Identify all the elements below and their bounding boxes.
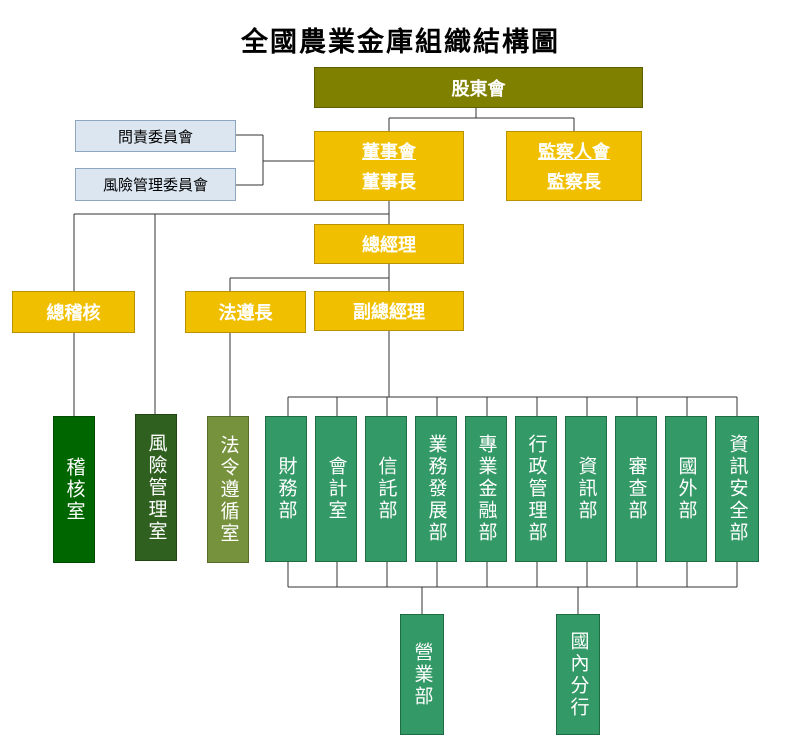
audit-office-label: 稽核室 bbox=[63, 456, 86, 523]
compliance-officer-label: 法遵長 bbox=[218, 303, 273, 324]
dept-label: 信託部 bbox=[375, 456, 398, 522]
audit-committee-label: 問責委員會 bbox=[117, 127, 193, 146]
risk-committee-box: 風險管理委員會 bbox=[75, 168, 236, 201]
evp-label: 副總經理 bbox=[353, 302, 425, 323]
domestic-branches-box: 國內分行 bbox=[556, 614, 600, 735]
shareholders-box: 股東會 bbox=[314, 67, 643, 108]
chairman-label: 董事長 bbox=[362, 172, 416, 193]
chief-auditor-label: 總稽核 bbox=[46, 303, 101, 324]
shareholders-label: 股東會 bbox=[451, 78, 506, 100]
dept-label: 資訊安全部 bbox=[726, 434, 749, 544]
board-label: 董事會 bbox=[362, 142, 416, 163]
dept-box: 資訊安全部 bbox=[715, 416, 759, 562]
dept-box: 國外部 bbox=[665, 416, 707, 562]
business-dept-label: 營業部 bbox=[411, 641, 434, 708]
compliance-officer-box: 法遵長 bbox=[185, 291, 306, 333]
dept-box: 財務部 bbox=[265, 416, 307, 562]
compliance-office-box: 法令遵循室 bbox=[207, 416, 249, 563]
risk-office-label: 風險管理室 bbox=[145, 432, 168, 543]
business-dept-box: 營業部 bbox=[400, 614, 444, 735]
dept-box: 業務發展部 bbox=[415, 416, 457, 562]
risk-committee-label: 風險管理委員會 bbox=[102, 176, 208, 194]
chief-supervisor-label: 監察長 bbox=[547, 172, 601, 193]
dept-label: 專業金融部 bbox=[475, 434, 498, 544]
supervisors-label: 監察人會 bbox=[538, 142, 610, 163]
supervisors-box: 監察人會 監察長 bbox=[506, 131, 642, 201]
dept-label: 國外部 bbox=[675, 456, 698, 522]
dept-label: 財務部 bbox=[275, 456, 298, 522]
risk-office-box: 風險管理室 bbox=[135, 414, 177, 561]
president-label: 總經理 bbox=[362, 235, 416, 256]
dept-box: 行政管理部 bbox=[515, 416, 557, 562]
board-box: 董事會 董事長 bbox=[314, 131, 464, 201]
chief-auditor-box: 總稽核 bbox=[12, 291, 135, 333]
dept-box: 審查部 bbox=[615, 416, 657, 562]
domestic-branches-label: 國內分行 bbox=[567, 630, 590, 719]
dept-label: 審查部 bbox=[625, 456, 648, 522]
dept-box: 信託部 bbox=[365, 416, 407, 562]
dept-label: 業務發展部 bbox=[425, 434, 448, 544]
dept-box: 資訊部 bbox=[565, 416, 607, 562]
dept-box: 會計室 bbox=[315, 416, 357, 562]
compliance-office-label: 法令遵循室 bbox=[217, 434, 240, 545]
chart-title: 全國農業金庫組織結構圖 bbox=[241, 27, 560, 58]
dept-label: 會計室 bbox=[325, 456, 348, 522]
dept-label: 行政管理部 bbox=[525, 434, 548, 544]
president-box: 總經理 bbox=[314, 224, 464, 264]
dept-label: 資訊部 bbox=[575, 456, 598, 522]
audit-office-box: 稽核室 bbox=[53, 416, 95, 563]
dept-box: 專業金融部 bbox=[465, 416, 507, 562]
evp-box: 副總經理 bbox=[314, 291, 464, 331]
audit-committee-box: 問責委員會 bbox=[75, 120, 236, 152]
